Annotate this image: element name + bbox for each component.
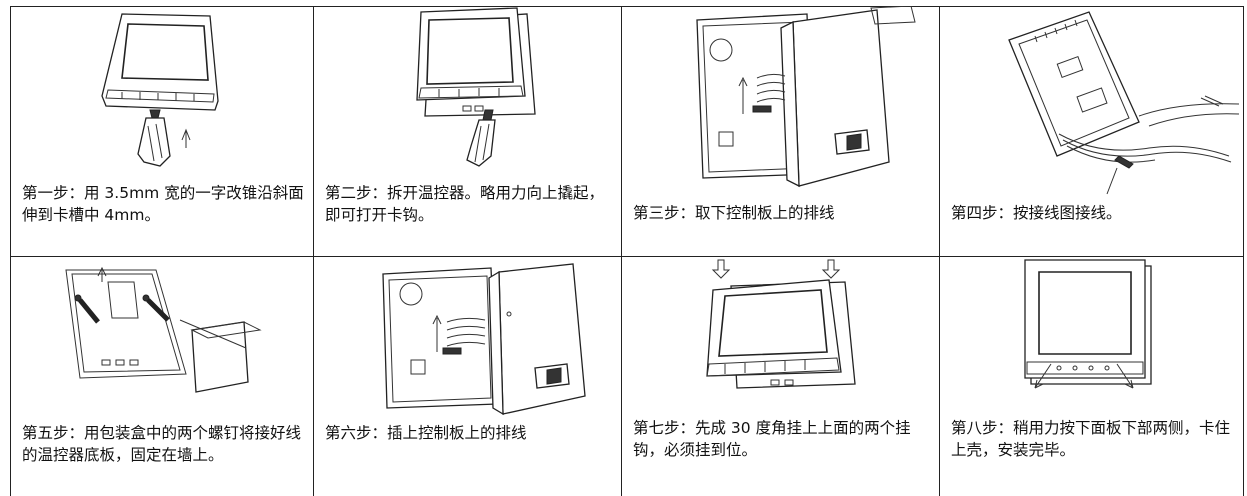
step-8-cell: 第八步：稍用力按下面板下部两侧，卡住上壳，安装完毕。 [939,256,1243,496]
col-divider-3 [939,6,940,496]
table-border-top [10,6,1244,7]
step-2-cell: 第二步：拆开温控器。略用力向上撬起，即可打开卡钩。 [313,6,621,256]
step-1-illustration [101,13,219,167]
col-divider-2 [621,6,622,496]
table-border-right [1243,6,1244,496]
step-6-caption: 第六步：插上控制板上的排线 [325,424,527,442]
step-4-cell: 第四步：按接线图接线。 [939,6,1243,256]
step-3-cell: 第三步：取下控制板上的排线 [621,6,939,256]
step-8-illustration [1024,259,1152,389]
step-2-caption: 第二步：拆开温控器。略用力向上撬起，即可打开卡钩。 [325,184,605,224]
col-divider-1 [313,6,314,496]
step-4-caption: 第四步：按接线图接线。 [951,204,1122,222]
step-6-cell: 第六步：插上控制板上的排线 [313,256,621,496]
row-divider [10,256,1244,257]
installation-steps-table: 第一步：用 3.5mm 宽的一字改锥沿斜面伸到卡槽中 4mm。 第二步：拆开温控… [10,6,1244,496]
step-7-cell: 第七步：先成 30 度角挂上上面的两个挂钩，必须挂到位。 [621,256,939,496]
step-1-caption: 第一步：用 3.5mm 宽的一字改锥沿斜面伸到卡槽中 4mm。 [22,184,304,224]
step-5-caption: 第五步：用包装盒中的两个螺钉将接好线的温控器底板，固定在墙上。 [22,424,302,464]
step-1-cell: 第一步：用 3.5mm 宽的一字改锥沿斜面伸到卡槽中 4mm。 [10,6,313,256]
table-border-left [10,6,11,496]
step-3-caption: 第三步：取下控制板上的排线 [633,204,835,222]
step-3-illustration [696,6,916,188]
step-4-illustration [1008,11,1240,195]
step-7-illustration [706,259,856,389]
step-5-illustration [65,266,262,393]
step-2-illustration [416,7,536,167]
step-7-caption: 第七步：先成 30 度角挂上上面的两个挂钩，必须挂到位。 [633,419,911,459]
step-8-caption: 第八步：稍用力按下面板下部两侧，卡住上壳，安装完毕。 [951,419,1231,459]
step-5-cell: 第五步：用包装盒中的两个螺钉将接好线的温控器底板，固定在墙上。 [10,256,313,496]
step-6-illustration [382,263,586,416]
